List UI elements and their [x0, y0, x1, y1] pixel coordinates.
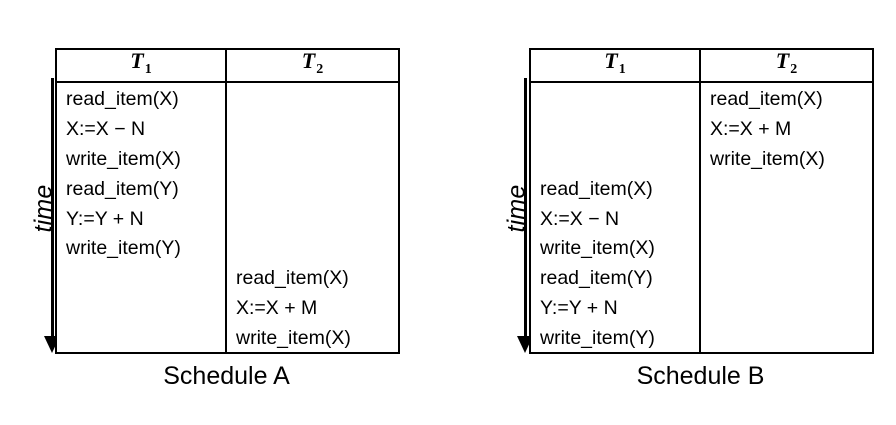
- column-header-t2-base: T: [775, 48, 790, 73]
- column-header-t1-base: T: [604, 48, 618, 73]
- operation-line: Y:=Y + N: [540, 296, 618, 319]
- schedule-a-t1-ops: read_item(X) X:=X − N write_item(X) read_it…: [57, 83, 225, 352]
- operation-line: write_item(Y): [540, 326, 655, 349]
- time-axis-label-a: time: [29, 184, 58, 233]
- column-header-t2-subscript: 2: [316, 62, 324, 78]
- operation-line: Y:=Y + N: [66, 207, 144, 230]
- operation-line: X:=X − N: [66, 118, 146, 141]
- operation-line: write_item(X): [710, 147, 825, 170]
- column-header-t2-base: T: [301, 48, 316, 73]
- time-axis-label-b: time: [502, 184, 531, 233]
- column-header-t2: T2: [225, 47, 400, 84]
- schedule-a-caption: Schedule A: [163, 362, 290, 390]
- operation-line: write_item(X): [66, 147, 181, 170]
- table-header-row: T1 T2: [529, 47, 874, 84]
- column-header-t1-subscript: 1: [144, 62, 152, 78]
- operation-line: read_item(X): [66, 88, 179, 111]
- operation-line: write_item(X): [236, 326, 351, 349]
- schedule-b-t1-ops: read_item(X) X:=X − N write_item(X) read_it…: [531, 83, 699, 352]
- column-header-t2: T2: [699, 47, 874, 84]
- schedule-a-t2-ops: read_item(X) X:=X + M write_item(X): [227, 83, 398, 352]
- operation-line: read_item(Y): [540, 267, 653, 290]
- operation-line: write_item(X): [540, 237, 655, 260]
- time-arrow-line-icon: [524, 78, 527, 340]
- column-header-t2-subscript: 2: [790, 62, 798, 78]
- operation-line: write_item(Y): [66, 237, 181, 260]
- column-header-t1: T1: [55, 47, 227, 84]
- operation-line: X:=X + M: [710, 118, 792, 141]
- operation-line: read_item(X): [710, 88, 823, 111]
- operation-line: X:=X + M: [236, 296, 318, 319]
- operation-line: read_item(X): [540, 177, 653, 200]
- operation-line: X:=X − N: [540, 207, 620, 230]
- schedule-b-t2-cell: read_item(X) X:=X + M write_item(X): [699, 81, 874, 355]
- operation-line: read_item(X): [236, 267, 349, 290]
- schedule-a-t1-cell: read_item(X) X:=X − N write_item(X) read_it…: [55, 81, 227, 355]
- schedule-b-t2-ops: read_item(X) X:=X + M write_item(X): [701, 83, 872, 352]
- column-header-t1-subscript: 1: [618, 62, 626, 78]
- column-header-t1: T1: [529, 47, 701, 84]
- column-header-t1-base: T: [130, 48, 144, 73]
- table-header-row: T1 T2: [55, 47, 400, 84]
- operation-line: read_item(Y): [66, 177, 179, 200]
- schedule-b-t1-cell: read_item(X) X:=X − N write_item(X) read_it…: [529, 81, 701, 355]
- schedule-b-caption: Schedule B: [636, 362, 765, 390]
- schedule-a-t2-cell: read_item(X) X:=X + M write_item(X): [225, 81, 400, 355]
- time-arrow-line-icon: [51, 78, 54, 340]
